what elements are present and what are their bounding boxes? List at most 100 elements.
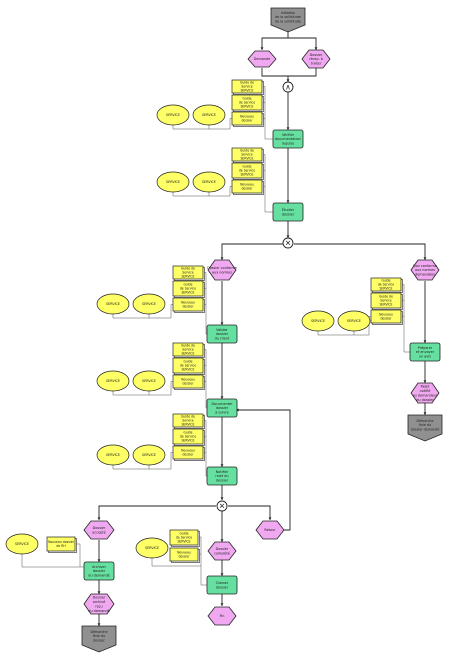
connector-op_and[interactable]: ∧ bbox=[282, 81, 294, 93]
event-ev_dossier-text: récep. à bbox=[309, 57, 323, 61]
document-shape bbox=[231, 147, 263, 162]
flow-arrowhead bbox=[220, 257, 224, 260]
event-shape bbox=[247, 50, 277, 68]
role-ellipse[interactable]: SERVICE bbox=[5, 533, 39, 555]
event-ev_demande[interactable]: Demande bbox=[247, 50, 277, 68]
connector-op_xor2[interactable]: ✕ bbox=[216, 500, 228, 512]
role-ellipse[interactable]: SERVICE bbox=[192, 104, 226, 126]
role-ellipse[interactable]: SERVICE bbox=[96, 444, 130, 466]
role-ellipse[interactable]: SERVICE bbox=[337, 310, 371, 332]
flow-line bbox=[294, 243, 426, 260]
document-text: SERVICE bbox=[181, 291, 194, 295]
document-text: SERVICE bbox=[240, 173, 253, 177]
terminal-end_rejet-text: dossier demandé bbox=[411, 427, 439, 431]
flow-arrowhead bbox=[423, 380, 427, 383]
event-ev_non_conforme-text: aux normes bbox=[415, 268, 435, 272]
event-ev_fin[interactable]: Fin bbox=[207, 606, 237, 626]
role-ellipse[interactable]: SERVICE bbox=[156, 171, 190, 193]
function-fn_etudier-text: dossier bbox=[282, 212, 295, 216]
flow-arrowhead bbox=[286, 127, 290, 130]
event-ev_accepte-text: Dossier bbox=[93, 526, 106, 530]
role-ellipse[interactable]: SERVICE bbox=[301, 310, 335, 332]
role-ellipse[interactable]: SERVICE bbox=[192, 171, 226, 193]
flow-line bbox=[288, 37, 317, 50]
document-text: Guide de bbox=[181, 266, 195, 270]
role-ellipse[interactable]: SERVICE bbox=[156, 104, 190, 126]
document-text: Guide de bbox=[379, 294, 393, 298]
role-shape bbox=[337, 310, 371, 332]
document-shape bbox=[172, 374, 204, 389]
document-text: Service bbox=[182, 348, 194, 352]
document-text: Nouveau bbox=[379, 313, 393, 317]
role-ellipse[interactable]: SERVICE bbox=[135, 537, 169, 559]
event-ev_archive-text: Dossier bbox=[93, 596, 106, 600]
document-shape bbox=[231, 94, 263, 111]
role-ellipse[interactable]: SERVICE bbox=[96, 370, 130, 392]
role-ellipse[interactable]: SERVICE bbox=[132, 370, 166, 392]
connector-circle bbox=[282, 237, 294, 249]
connector-op_xor1[interactable]: ✕ bbox=[282, 237, 294, 249]
event-shape bbox=[410, 382, 440, 404]
function-fn_archiver-text: dossier bbox=[93, 569, 106, 573]
document-text: de RH bbox=[56, 544, 66, 548]
document-shape bbox=[231, 111, 263, 126]
document-text: Guide bbox=[183, 282, 192, 286]
connector-circle bbox=[216, 500, 228, 512]
association-line bbox=[170, 452, 173, 469]
role-ellipse[interactable]: SERVICE bbox=[132, 444, 166, 466]
event-ev_rejet-text: Rejet bbox=[421, 385, 430, 389]
event-ev_retour[interactable]: Retour bbox=[255, 520, 285, 540]
connector-symbol: ✕ bbox=[219, 502, 225, 511]
role-shape bbox=[96, 293, 130, 315]
role-ellipse[interactable]: SERVICE bbox=[96, 293, 130, 315]
document-shape bbox=[370, 309, 402, 324]
flow-arrowhead bbox=[220, 539, 224, 542]
flow-arrowhead bbox=[260, 47, 264, 50]
function-shape bbox=[272, 129, 304, 149]
flow-line bbox=[261, 68, 289, 82]
role-ellipse[interactable]: SERVICE bbox=[132, 293, 166, 315]
event-ev_archive-text: du demandé bbox=[88, 609, 109, 613]
role-shape bbox=[132, 444, 166, 466]
document-text: Nouveau bbox=[181, 449, 195, 453]
